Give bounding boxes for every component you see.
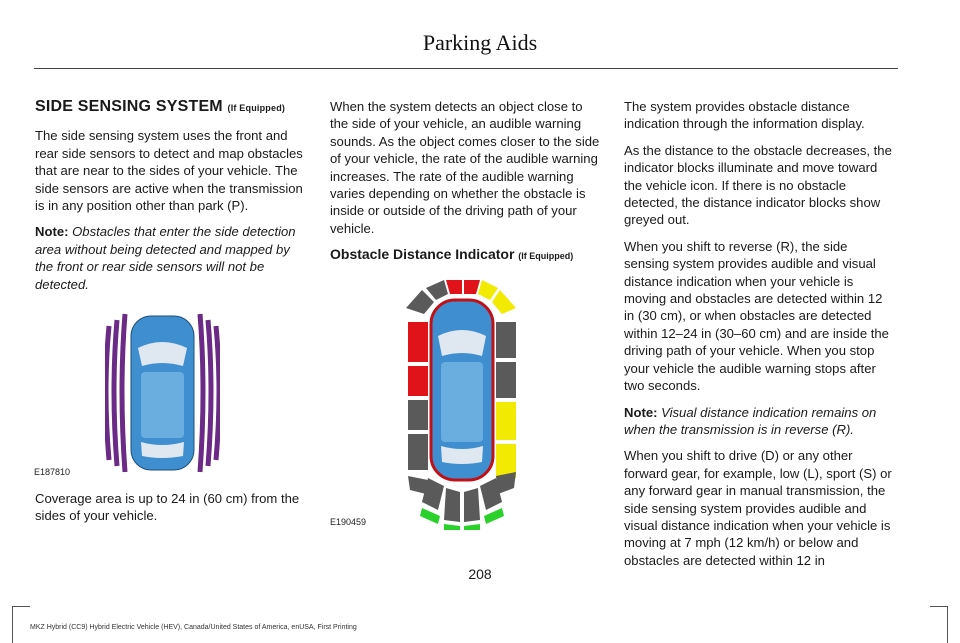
paragraph: Coverage area is up to 24 in (60 cm) fro…: [35, 491, 300, 524]
paragraph: The system provides obstacle distance in…: [624, 99, 865, 132]
note-label: Note:: [35, 224, 69, 240]
column-3: The system provides obstacle distance in…: [624, 98, 896, 578]
paragraph: When you shift to reverse (R), the side …: [624, 238, 889, 394]
section-heading-obstacle-distance: Obstacle Distance Indicator (If Equipped…: [330, 246, 602, 265]
heading-if-equipped: (If Equipped): [518, 251, 574, 262]
paragraph: As the distance to the obstacle decrease…: [624, 142, 892, 228]
heading-if-equipped: (If Equipped): [227, 103, 286, 113]
paragraph: The side sensing system uses the front a…: [35, 128, 303, 214]
column-1: SIDE SENSING SYSTEM (If Equipped) The si…: [35, 98, 307, 302]
heading-text: SIDE SENSING SYSTEM: [35, 98, 223, 115]
paragraph: When you shift to drive (D) or any other…: [624, 448, 892, 568]
note-label: Note:: [624, 404, 658, 420]
left-coverage-arcs: [105, 313, 128, 473]
right-indicator-blocks: [496, 322, 516, 478]
page-number: 208: [468, 566, 492, 582]
note-text: Obstacles that enter the side detection …: [35, 224, 296, 292]
note: Note: Obstacles that enter the side dete…: [35, 223, 307, 293]
rear-indicator-blocks: [408, 472, 516, 530]
front-indicator-blocks: [406, 280, 516, 314]
paragraph: When the system detects an object close …: [330, 99, 600, 236]
header-rule: [34, 68, 898, 69]
right-coverage-arcs: [197, 313, 220, 473]
note: Note: Visual distance indication remains…: [624, 404, 896, 439]
note-text: Visual distance indication remains on wh…: [624, 404, 877, 437]
side-sensing-coverage-figure: [105, 313, 220, 473]
obstacle-distance-indicator-figure: [406, 280, 516, 530]
car-top-view-icon: [429, 298, 495, 482]
section-heading-side-sensing: SIDE SENSING SYSTEM (If Equipped): [35, 98, 307, 117]
crop-mark: [12, 606, 30, 607]
column-1-bottom: Coverage area is up to 24 in (60 cm) fro…: [35, 490, 307, 534]
page-header-title: Parking Aids: [422, 30, 538, 55]
heading-text: Obstacle Distance Indicator: [330, 246, 515, 263]
page-footer: MKZ Hybrid (CC9) Hybrid Electric Vehicle…: [30, 624, 357, 631]
crop-mark: [947, 606, 948, 643]
car-top-view-icon: [130, 315, 195, 471]
figure-code: E190459: [330, 517, 367, 527]
crop-mark: [930, 606, 948, 607]
left-indicator-blocks: [408, 322, 428, 470]
crop-mark: [12, 606, 13, 643]
column-2: When the system detects an object close …: [330, 98, 602, 276]
figure-code: E187810: [34, 467, 71, 477]
